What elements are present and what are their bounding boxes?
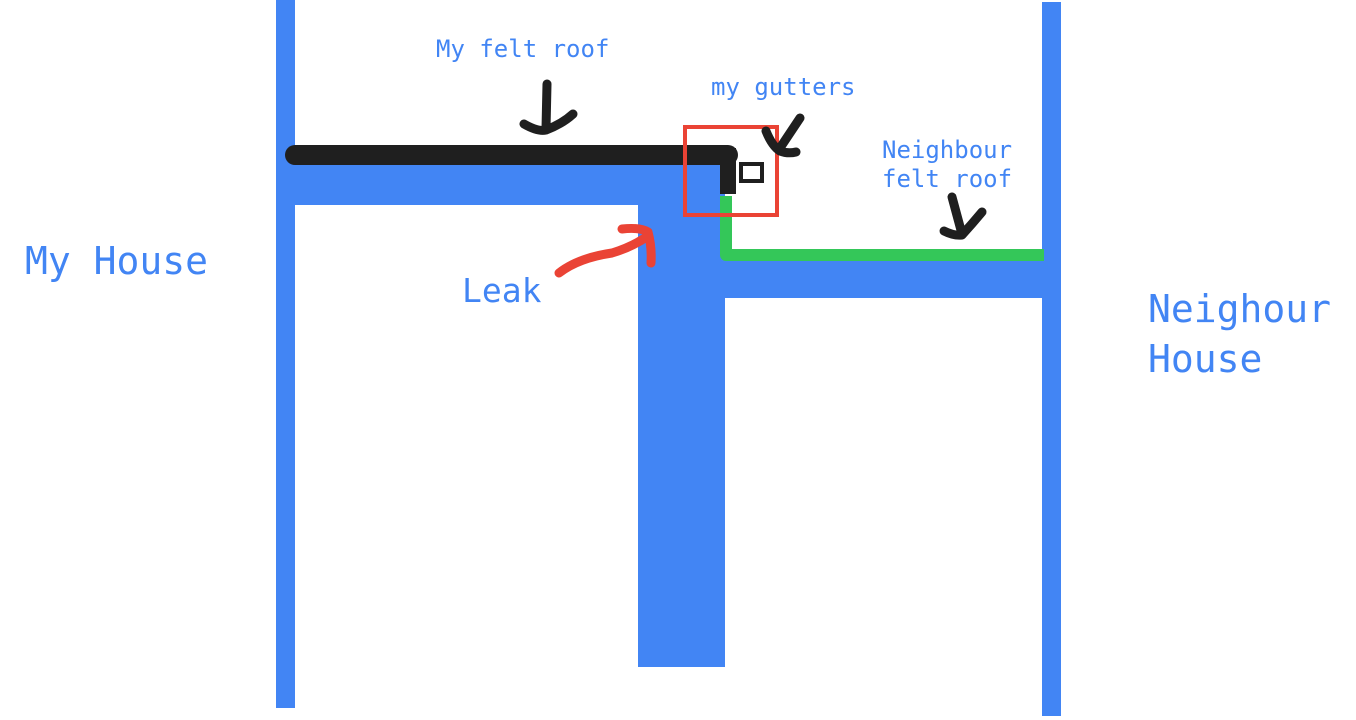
my-felt-roof-pointer-icon xyxy=(519,79,578,135)
gutter-box-icon xyxy=(739,162,764,183)
my-felt-roof-label: My felt roof xyxy=(436,35,610,63)
leak-label: Leak xyxy=(462,271,542,310)
leak-arrow-icon xyxy=(554,223,656,278)
gutter-highlight-box xyxy=(683,125,779,217)
my-house-label: My House xyxy=(25,239,209,283)
neighbour-felt-roof-pointer-icon xyxy=(939,192,987,240)
gutters-pointer-icon xyxy=(761,113,805,158)
neighbour-house-right-wall xyxy=(1042,2,1061,716)
neighbour-felt-roof-label: Neighbour felt roof xyxy=(882,136,1013,193)
neighbour-felt-roof-line xyxy=(720,196,1044,261)
neighbour-roof-slab xyxy=(722,255,1060,298)
my-house-left-wall xyxy=(276,0,295,708)
my-gutters-label: my gutters xyxy=(711,73,856,101)
neighbour-house-label: Neighour House xyxy=(1148,287,1332,381)
